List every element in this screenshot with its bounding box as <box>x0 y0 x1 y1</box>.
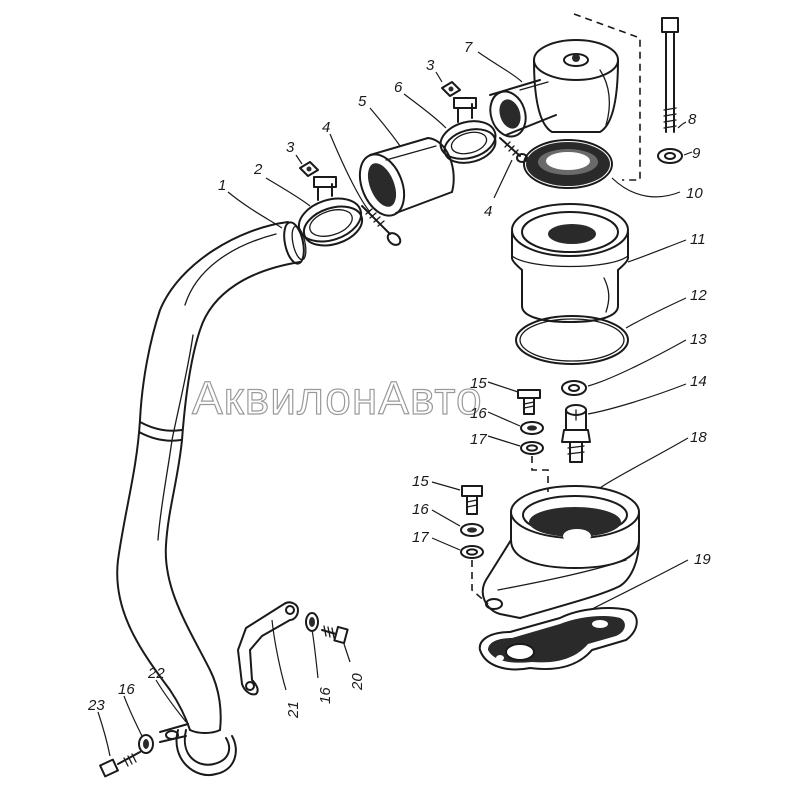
callout-4b: 4 <box>484 203 492 220</box>
callout-17a: 17 <box>470 431 487 448</box>
assembly-line-mid <box>531 456 549 492</box>
callout-2: 2 <box>253 161 263 178</box>
filter-housing <box>511 203 629 323</box>
lock-washer-16a <box>520 421 544 435</box>
bolt-15a <box>517 389 541 415</box>
callout-16c: 16 <box>317 687 334 704</box>
assembly-line-low <box>471 560 489 605</box>
washer-17b <box>460 545 484 559</box>
callout-13: 13 <box>690 331 707 348</box>
hose-clamp-2 <box>297 176 364 247</box>
callout-18: 18 <box>690 429 707 446</box>
intake-pipe <box>116 221 307 734</box>
washer-17a <box>520 441 544 455</box>
callout-15a: 15 <box>470 375 487 392</box>
callout-17b: 17 <box>412 529 429 546</box>
callout-4a: 4 <box>322 119 330 136</box>
strap-clamp <box>159 723 237 777</box>
washer-9 <box>657 148 683 164</box>
callout-16b: 16 <box>412 501 429 518</box>
filter-base <box>481 485 640 619</box>
callout-12: 12 <box>690 287 707 304</box>
callout-15b: 15 <box>412 473 429 490</box>
clamp-screw-4b <box>499 137 528 163</box>
hose-clamp-6 <box>439 97 497 164</box>
callout-1: 1 <box>218 177 226 194</box>
callout-20: 20 <box>349 673 366 691</box>
washer-13 <box>561 380 587 396</box>
callout-22: 22 <box>147 665 165 682</box>
watermark-text: АквилонАвто <box>192 372 483 424</box>
callout-8: 8 <box>688 111 697 128</box>
callout-14: 14 <box>690 373 707 390</box>
square-nut-3b <box>441 81 461 97</box>
bolt-20 <box>321 625 349 645</box>
callout-11: 11 <box>690 231 706 248</box>
callout-16d: 16 <box>118 681 135 698</box>
sealing-ring <box>515 315 629 365</box>
callout-16a: 16 <box>470 405 487 422</box>
gasket-ring <box>523 139 613 189</box>
callout-labels: 1 2 3 4 5 6 3 7 4 8 9 10 11 12 13 14 15 … <box>87 39 711 719</box>
callout-19: 19 <box>694 551 711 568</box>
filter-cover-elbow <box>489 39 619 138</box>
washer-16c <box>305 612 319 632</box>
callout-9: 9 <box>692 145 701 162</box>
assembly-line-top <box>573 13 641 181</box>
callout-3a: 3 <box>286 139 295 156</box>
stud-fitting <box>561 404 591 463</box>
washer-16d <box>138 734 154 754</box>
callout-23: 23 <box>87 697 105 714</box>
bolt-23 <box>99 751 141 778</box>
pipe-bracket <box>237 601 299 696</box>
bolt-15b <box>461 485 483 515</box>
callout-6: 6 <box>394 79 403 96</box>
callout-7: 7 <box>464 39 473 56</box>
base-gasket <box>478 607 638 671</box>
leader-lines <box>97 51 693 757</box>
callout-21: 21 <box>285 701 302 719</box>
callout-10: 10 <box>686 185 703 202</box>
long-bolt <box>661 17 679 133</box>
callout-5: 5 <box>358 93 367 110</box>
square-nut-3a <box>299 161 319 177</box>
lock-washer-16b <box>460 523 484 537</box>
callout-3b: 3 <box>426 57 435 74</box>
rubber-sleeve <box>358 137 455 217</box>
